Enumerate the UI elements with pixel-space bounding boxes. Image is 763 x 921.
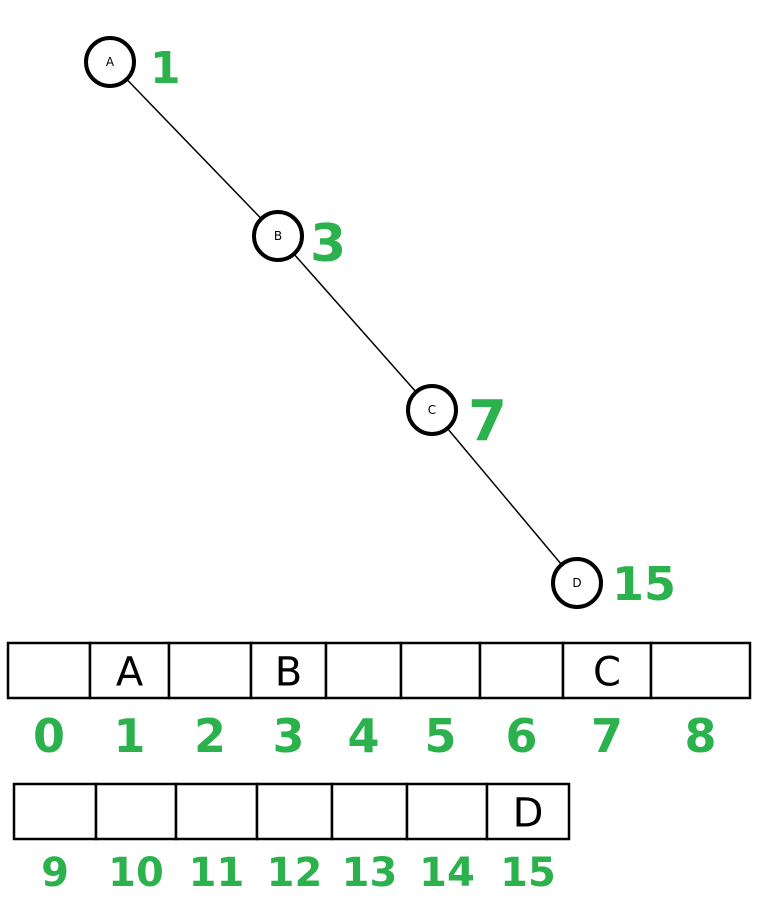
array-index-label: 8: [684, 709, 716, 763]
node-index-label: 1: [150, 43, 181, 94]
array-cell: 13: [330, 782, 409, 896]
array-index-label: 14: [419, 850, 475, 896]
array-index-label: 9: [41, 850, 69, 896]
array-cell-box: [399, 641, 482, 700]
array-index-label: 10: [108, 850, 164, 896]
node-circle: [84, 36, 136, 88]
array-cell: B3: [249, 641, 328, 763]
array-index-label: 1: [113, 709, 145, 763]
node-circle: [551, 557, 603, 609]
node-index-label: 3: [310, 214, 346, 274]
node-index-label: 7: [468, 389, 507, 454]
array-cell-box: [561, 641, 653, 700]
array-cell: 11: [174, 782, 259, 896]
tree-edge-a-b: [126, 78, 262, 220]
array-cell: 8: [649, 641, 752, 763]
array-row2: 9 10 11 12 13 14 D 15: [12, 782, 571, 896]
tree-edge-b-c: [293, 253, 417, 393]
array-cell: 12: [255, 782, 334, 896]
array-cell: 2: [167, 641, 253, 763]
array-cell-box: [649, 641, 752, 700]
array-cell: 5: [399, 641, 482, 763]
node-label: D: [572, 576, 581, 590]
array-cell: 14: [405, 782, 489, 896]
array-index-label: 2: [194, 709, 226, 763]
array-index-label: 15: [500, 850, 556, 896]
array-index-label: 5: [424, 709, 456, 763]
array-index-label: 11: [189, 850, 245, 896]
array-cell: C7: [561, 641, 653, 763]
array-index-label: 7: [591, 709, 623, 763]
array-cell-value: B: [275, 650, 302, 696]
array-cell: 0: [6, 641, 92, 763]
array-index-label: 4: [347, 709, 379, 763]
array-index-label: 3: [272, 709, 304, 763]
tree-edge-c-d: [446, 427, 563, 566]
array-cell-box: [255, 782, 334, 841]
node-label: A: [106, 55, 115, 69]
array-cell-value: C: [593, 650, 621, 696]
array-cell: D 15: [485, 782, 571, 896]
node-index-label: 15: [612, 557, 676, 611]
array-cell: 4: [324, 641, 403, 763]
array-cell-box: [12, 782, 98, 841]
node-label: C: [428, 403, 436, 417]
array-index-label: 12: [267, 850, 323, 896]
array-cell-box: [6, 641, 92, 700]
array-cell-box: [478, 641, 565, 700]
array-cell: 9: [12, 782, 98, 896]
array-cell-box: [94, 782, 178, 841]
array-index-label: 6: [505, 709, 537, 763]
array-index-label: 13: [342, 850, 398, 896]
node-circle: [406, 384, 458, 436]
array-cell-value: D: [513, 791, 544, 837]
tree-edges: [126, 78, 563, 566]
array-cell-box: [167, 641, 253, 700]
array-cell-box: [485, 782, 571, 841]
node-label: B: [274, 229, 282, 243]
array-cell-box: [88, 641, 171, 700]
array-cell-box: [249, 641, 328, 700]
array-cell: 6: [478, 641, 565, 763]
node-circle: [252, 210, 304, 262]
tree-node-d: D 15: [551, 557, 676, 611]
array-cell-box: [405, 782, 489, 841]
array-cell: A1: [88, 641, 171, 763]
array-cell: 10: [94, 782, 178, 896]
array-index-label: 0: [33, 709, 65, 763]
array-cell-box: [330, 782, 409, 841]
array-cell-box: [324, 641, 403, 700]
array-cell-box: [174, 782, 259, 841]
array-cell-value: A: [116, 650, 144, 696]
